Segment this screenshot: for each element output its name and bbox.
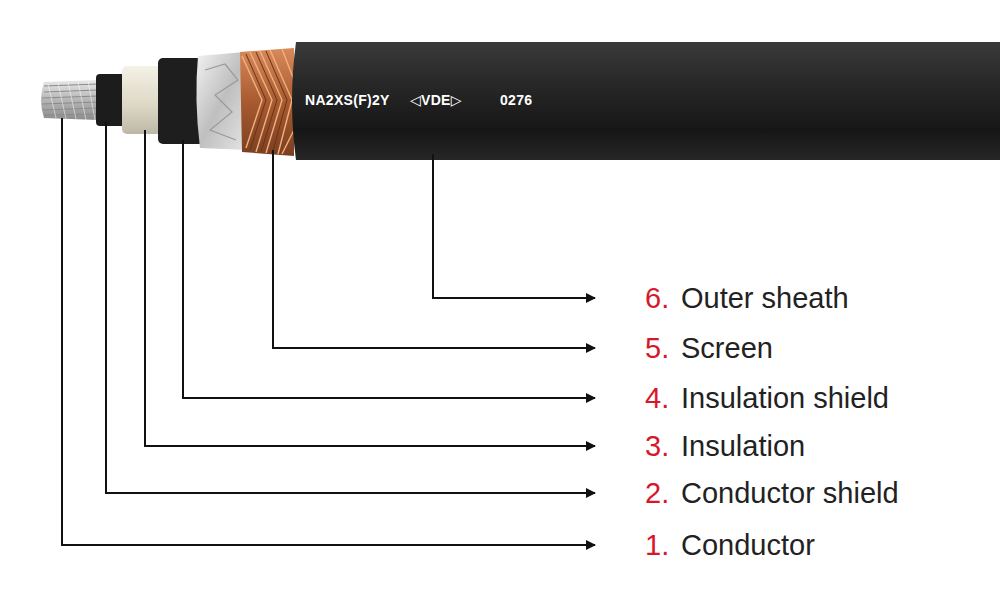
leader-line [273, 150, 595, 348]
part-name: Insulation shield [681, 380, 889, 416]
callout-number: 3. [645, 428, 669, 464]
conductor-shield-layer [96, 74, 126, 126]
leader-line [62, 118, 595, 545]
leader-line [433, 154, 595, 298]
callout-number: 2. [645, 475, 669, 511]
callout-number: 5. [645, 330, 669, 366]
outer-sheath-layer [292, 42, 1000, 160]
conductor-strands [41, 80, 98, 120]
cable-code: 0276 [500, 91, 532, 109]
approval-mark: ◁VDE▷ [410, 91, 462, 109]
part-name: Conductor [681, 527, 815, 563]
cable-marking: NA2XS(F)2Y [305, 91, 390, 109]
part-name: Insulation [681, 428, 805, 464]
part-name: Outer sheath [681, 280, 849, 316]
part-name: Screen [681, 330, 773, 366]
callout-number: 1. [645, 527, 669, 563]
callout-number: 4. [645, 380, 669, 416]
screen-layer [196, 48, 294, 156]
leader-lines [62, 118, 595, 545]
leader-line [145, 130, 595, 446]
part-name: Conductor shield [681, 475, 899, 511]
leader-line [183, 140, 595, 398]
callout-number: 6. [645, 280, 669, 316]
leader-line [106, 122, 595, 493]
insulation-layer [122, 66, 162, 134]
